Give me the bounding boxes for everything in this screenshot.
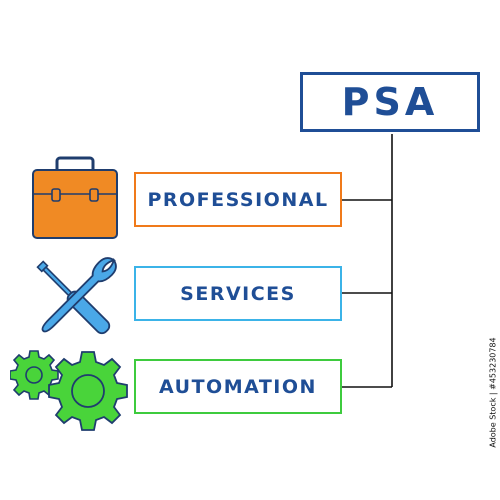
stock-id-watermark: Adobe Stock | #453230784 bbox=[486, 292, 500, 492]
label-services: SERVICES bbox=[180, 282, 296, 305]
box-services: SERVICES bbox=[134, 266, 342, 321]
stock-id-text: Adobe Stock | #453230784 bbox=[488, 336, 498, 448]
title-box: PSA bbox=[300, 72, 480, 132]
briefcase-icon bbox=[32, 156, 118, 239]
gears-icon bbox=[10, 350, 128, 431]
box-automation: AUTOMATION bbox=[134, 359, 342, 414]
label-professional: PROFESSIONAL bbox=[147, 188, 329, 211]
wrench-screwdriver-icon bbox=[36, 257, 117, 335]
diagram-title: PSA bbox=[341, 80, 439, 124]
box-professional: PROFESSIONAL bbox=[134, 172, 342, 227]
label-automation: AUTOMATION bbox=[159, 375, 317, 398]
